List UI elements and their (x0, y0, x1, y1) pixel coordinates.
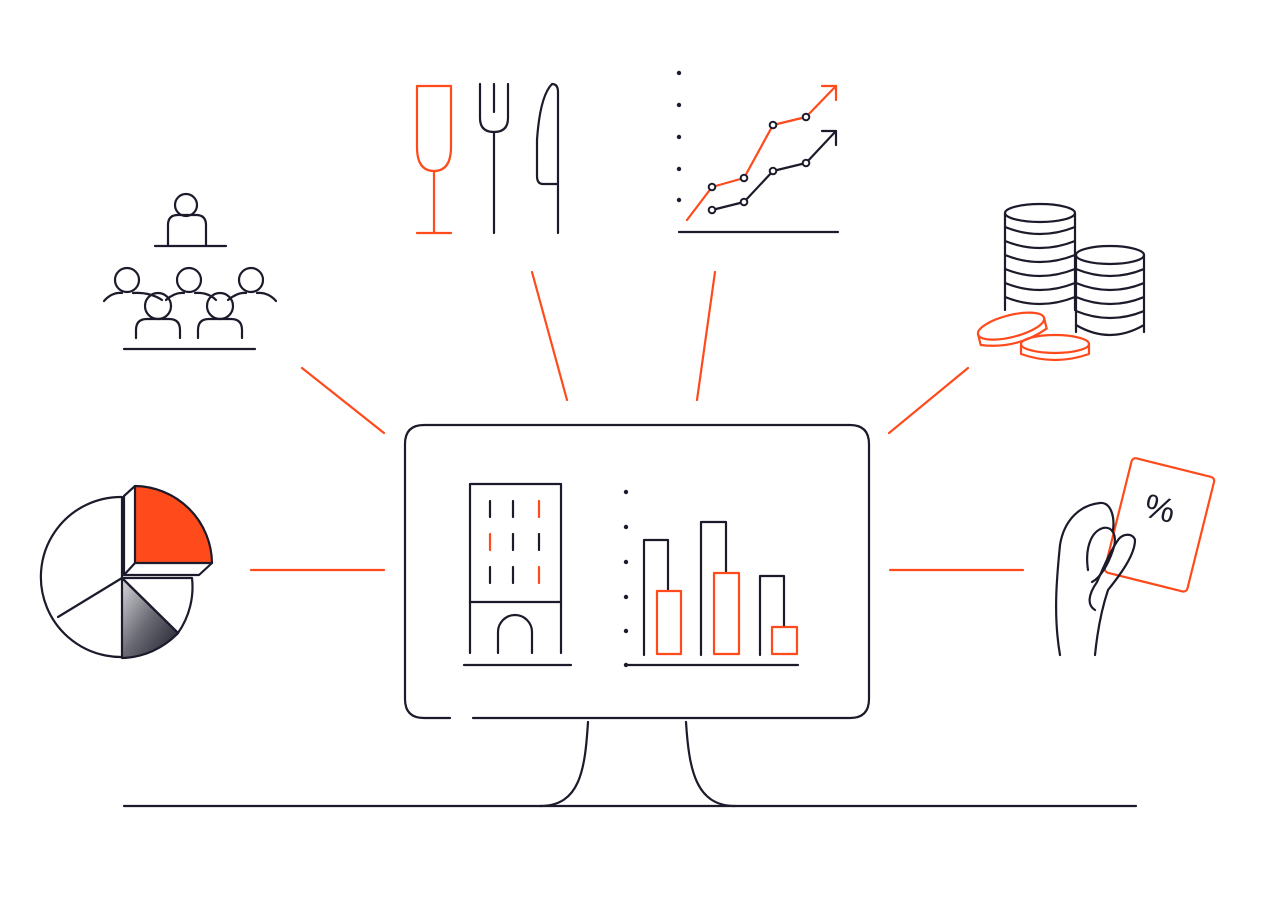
dining-icon (415, 82, 560, 235)
growth-line-chart-icon (676, 70, 840, 234)
monitor-icon (403, 423, 871, 808)
conference-audience-icon (102, 192, 278, 351)
connector-lines (249, 270, 1025, 572)
bar-chart-icon (623, 489, 800, 668)
hotel-building-icon (462, 482, 573, 667)
pie-chart-icon (39, 484, 214, 660)
discount-card-hand-icon: % (1055, 457, 1216, 657)
percent-symbol: % (1140, 487, 1179, 531)
coin-stacks-icon (976, 202, 1146, 362)
